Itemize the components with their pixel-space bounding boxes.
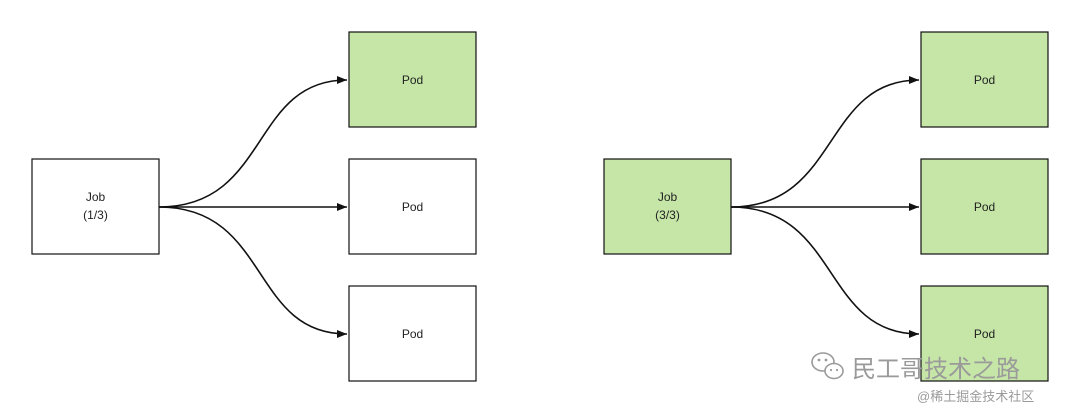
pod-box-right-3: Pod xyxy=(920,285,1049,382)
watermark: 民工哥技术之路 @稀土掘金技术社区 xyxy=(811,352,1034,404)
job-box-left-rect xyxy=(31,158,160,255)
job-progress-left: (1/3) xyxy=(83,208,108,222)
arrow-right-job-to-pod-3 xyxy=(730,206,920,338)
watermark-main-text: 民工哥技术之路 xyxy=(852,356,1020,383)
pod-box-left-2: Pod xyxy=(348,158,477,255)
pod-box-left-3: Pod xyxy=(348,285,477,382)
job-progress-right: (3/3) xyxy=(655,208,680,222)
job-box-right-rect xyxy=(603,158,732,255)
pod-box-right-2-rect xyxy=(920,158,1049,255)
pod-label-left-2: Pod xyxy=(402,200,423,214)
pod-label-right-2: Pod xyxy=(974,200,995,214)
pod-label-left-3: Pod xyxy=(402,327,423,341)
diagram-right: Job (3/3) Pod Pod Pod xyxy=(603,31,1049,382)
diagram-left: Job (1/3) Pod Pod Pod xyxy=(31,31,477,382)
pod-box-left-1-rect xyxy=(348,31,477,128)
wechat-icon xyxy=(811,352,844,380)
pod-box-right-3-rect xyxy=(920,285,1049,382)
arrow-left-job-to-pod-1 xyxy=(158,76,348,208)
job-title-left: Job xyxy=(86,190,106,204)
pod-label-right-1: Pod xyxy=(974,73,995,87)
pod-box-right-1-rect xyxy=(920,31,1049,128)
job-box-right: Job (3/3) xyxy=(603,158,732,255)
pod-box-right-1: Pod xyxy=(920,31,1049,128)
arrow-right-job-to-pod-1 xyxy=(730,76,920,208)
watermark-sub-text: @稀土掘金技术社区 xyxy=(917,389,1034,404)
pod-label-right-3: Pod xyxy=(974,327,995,341)
pod-box-right-2: Pod xyxy=(920,158,1049,255)
pod-box-left-2-rect xyxy=(348,158,477,255)
job-box-left: Job (1/3) xyxy=(31,158,160,255)
job-title-right: Job xyxy=(658,190,678,204)
arrow-left-job-to-pod-3 xyxy=(158,206,348,338)
pod-box-left-3-rect xyxy=(348,285,477,382)
pod-label-left-1: Pod xyxy=(402,73,423,87)
pod-box-left-1: Pod xyxy=(348,31,477,128)
